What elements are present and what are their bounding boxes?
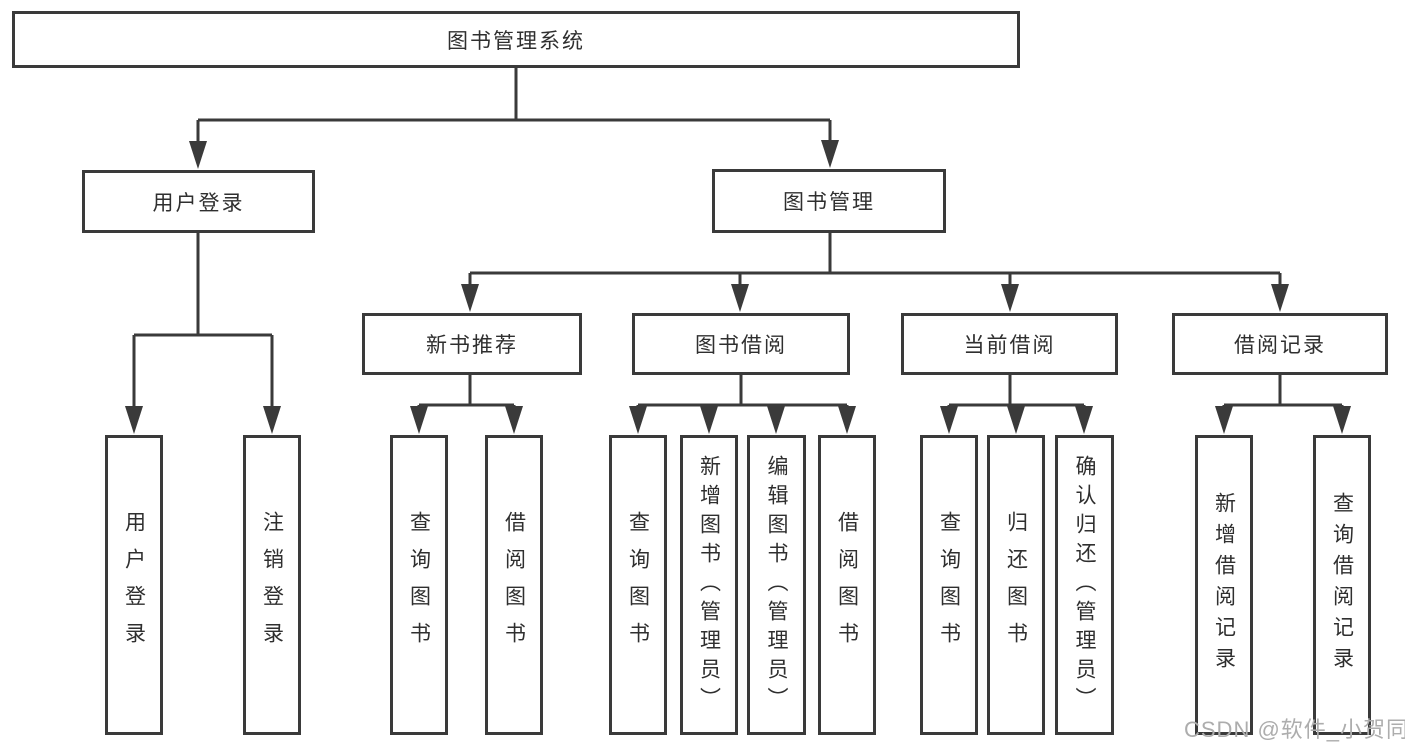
- leaf-current-query-books: 查询图书: [920, 435, 978, 735]
- node-label: 查询图书: [407, 511, 431, 659]
- leaf-logout: 注销登录: [243, 435, 301, 735]
- node-label: 查询图书: [626, 511, 650, 659]
- leaf-current-confirm-return-admin: 确认归还（管理员）: [1055, 435, 1114, 735]
- node-borrowing-records: 借阅记录: [1172, 313, 1388, 375]
- node-label: 查询借阅记录: [1330, 492, 1354, 678]
- node-label: 用户登录: [122, 511, 146, 659]
- leaf-recommend-query-books: 查询图书: [390, 435, 448, 735]
- leaf-borrowing-borrow-books: 借阅图书: [818, 435, 876, 735]
- leaf-recommend-borrow-books: 借阅图书: [485, 435, 543, 735]
- node-label: 图书借阅: [695, 334, 787, 357]
- node-label: 图书管理系统: [447, 29, 585, 53]
- arrowheads: [125, 140, 1351, 434]
- node-label: 注销登录: [260, 511, 284, 659]
- node-new-book-recommendation: 新书推荐: [362, 313, 582, 375]
- node-label: 新书推荐: [426, 334, 518, 357]
- node-label: 当前借阅: [963, 334, 1056, 357]
- node-label: 用户登录: [152, 191, 245, 215]
- leaf-user-login: 用户登录: [105, 435, 163, 735]
- node-label: 借阅图书: [502, 511, 526, 659]
- node-current-borrowing: 当前借阅: [901, 313, 1118, 375]
- leaf-records-query-borrow-record: 查询借阅记录: [1313, 435, 1371, 735]
- node-label: 查询图书: [937, 511, 961, 659]
- connector-records-to-leaves: [1222, 375, 1344, 412]
- connector-userlogin-to-leaves: [132, 233, 274, 412]
- node-label: 新增借阅记录: [1212, 492, 1236, 678]
- node-library-management-system: 图书管理系统: [12, 11, 1020, 68]
- connector-recommend-to-leaves: [417, 375, 516, 412]
- node-label: 确认归还（管理员）: [1073, 454, 1096, 716]
- node-book-management: 图书管理: [712, 169, 946, 233]
- leaf-borrowing-add-books-admin: 新增图书（管理员）: [680, 435, 738, 735]
- connector-root-to-level2: [196, 68, 832, 148]
- node-user-login: 用户登录: [82, 170, 315, 233]
- leaf-borrowing-edit-books-admin: 编辑图书（管理员）: [747, 435, 806, 735]
- node-label: 借阅图书: [835, 511, 859, 659]
- csdn-watermark: CSDN @软件_小贺同学: [1184, 717, 1405, 742]
- leaf-borrowing-query-books: 查询图书: [609, 435, 667, 735]
- node-label: 归还图书: [1004, 511, 1028, 659]
- node-label: 借阅记录: [1234, 334, 1326, 357]
- connector-borrowing-to-leaves: [636, 375, 849, 412]
- node-label: 编辑图书（管理员）: [765, 454, 788, 716]
- connector-bookmgmt-to-level3: [468, 233, 1282, 289]
- node-book-borrowing: 图书借阅: [632, 313, 850, 375]
- leaf-records-add-borrow-record: 新增借阅记录: [1195, 435, 1253, 735]
- node-label: 图书管理: [783, 191, 875, 214]
- node-label: 新增图书（管理员）: [697, 454, 721, 716]
- leaf-current-return-books: 归还图书: [987, 435, 1045, 735]
